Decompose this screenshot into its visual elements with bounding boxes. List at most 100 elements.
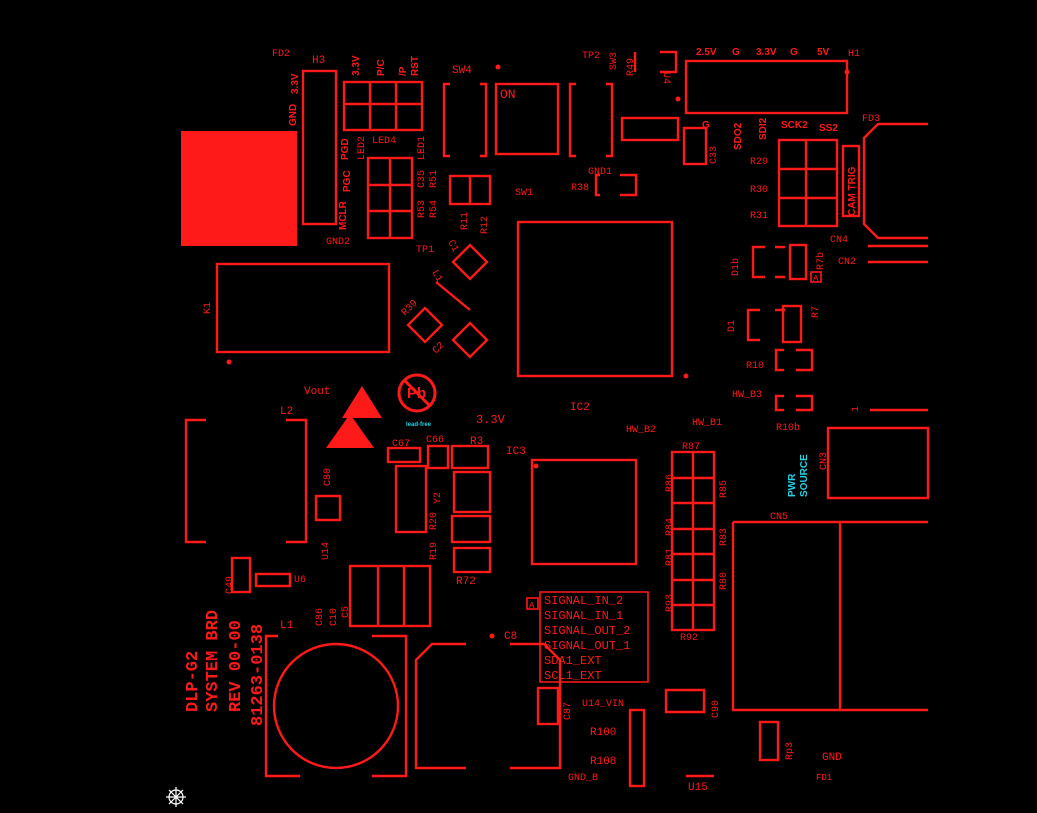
label-c1: C1 (445, 239, 461, 255)
label-r10b: R10b (776, 422, 800, 434)
label-tp1: TP1 (416, 245, 434, 256)
label-scl1: SCL1_EXT (544, 669, 602, 683)
label-y2: Y2 (433, 492, 444, 504)
led-block (342, 80, 424, 132)
label-cn5: CN5 (770, 512, 788, 523)
label-gnd2: GND2 (326, 237, 350, 248)
label-r38: R38 (571, 183, 589, 194)
copper-pad (181, 131, 297, 246)
label-r3: R3 (470, 436, 483, 448)
label-vout: Vout (304, 386, 330, 398)
label-c66: C66 (426, 435, 444, 446)
label-board-1: DLP-G2 (184, 651, 203, 712)
label-c5: C5 (341, 606, 352, 618)
label-r81: R81 (665, 548, 676, 566)
label-r29: R29 (750, 157, 768, 168)
label-3v3: 3.3V (290, 73, 301, 94)
label-r51: R51 (429, 170, 440, 188)
label-sw3: SW3 (609, 52, 620, 70)
label-k1: K1 (203, 302, 214, 314)
label-c90: C90 (711, 700, 722, 718)
inductor-l2 (184, 418, 308, 544)
ic2-chip (516, 220, 674, 378)
label-r31: R31 (750, 211, 768, 222)
label-r100: R100 (590, 727, 616, 739)
label-r30: R30 (750, 185, 768, 196)
lead-free-icon: Pb (397, 373, 437, 413)
label-sig-out-1: SIGNAL_OUT_1 (544, 639, 630, 653)
label-cn4: CN4 (830, 235, 848, 246)
label-pwr-5: 5V (817, 47, 830, 58)
label-u14-vin: U14_VIN (582, 699, 624, 710)
label-l1: L1 (280, 620, 294, 632)
label-c49: C49 (225, 576, 236, 594)
label-sdo2: SDO2 (733, 122, 744, 150)
svg-text:Pb: Pb (407, 385, 426, 402)
label-c2: C2 (431, 341, 447, 357)
label-pwr-g2: G (790, 47, 798, 58)
label-sw4: SW4 (452, 65, 472, 77)
label-c35: C35 (417, 170, 428, 188)
label-ss2: SS2 (819, 123, 838, 134)
label-v33: 3.3V (476, 413, 506, 427)
label-led4: LED4 (372, 136, 396, 147)
label-sw1: SW1 (515, 188, 533, 199)
label-board-2: SYSTEM BRD (204, 610, 223, 712)
label-sig-in-2: SIGNAL_IN_2 (544, 594, 623, 608)
label-board-4: 81263-0138 (249, 624, 268, 726)
label-r49: R49 (626, 58, 637, 76)
label-a1: A (813, 274, 819, 284)
label-r108: R108 (590, 756, 616, 768)
label-lead-free: lead-free (406, 422, 432, 428)
label-u4: U4 (660, 72, 671, 84)
label-hdr-pc: P/C (376, 59, 387, 76)
label-r7: R7 (811, 306, 822, 318)
label-hw-b1: HW_B1 (692, 418, 722, 429)
label-one: 1 (851, 406, 862, 412)
label-c87: C87 (563, 702, 574, 720)
label-on: ON (500, 87, 516, 102)
label-cam-trig: CAM TRIG (847, 166, 858, 216)
label-r85: R85 (719, 480, 730, 498)
label-sda1: SDA1_EXT (544, 654, 602, 668)
label-r11: R11 (460, 212, 471, 230)
label-u14: U14 (321, 542, 332, 560)
label-fd3: FD3 (862, 114, 880, 125)
label-pgd: PGD (340, 138, 351, 160)
esd-warning-icon (342, 386, 382, 418)
label-c10: C10 (329, 608, 340, 626)
label-led2: LED2 (357, 136, 368, 160)
label-board-3: REV 00-00 (227, 620, 246, 712)
label-r93: R93 (665, 594, 676, 612)
label-rp3: Rp3 (785, 742, 796, 760)
label-r72: R72 (456, 576, 476, 588)
label-cn3: CN3 (819, 452, 830, 470)
label-d1b: D1b (730, 258, 742, 276)
label-r83: R83 (719, 528, 730, 546)
label-gnd-r: GND (822, 752, 842, 764)
label-pwr-src-1: PWR (787, 473, 798, 497)
label-r86: R86 (665, 474, 676, 492)
header-h3 (301, 69, 338, 226)
inductor-l1 (264, 634, 408, 778)
label-sck2: SCK2 (781, 120, 808, 131)
label-d1: D1 (727, 320, 738, 332)
label-sdi2: SDI2 (758, 117, 769, 140)
resistor-block-r29 (777, 138, 839, 228)
label-h3: H3 (312, 55, 325, 67)
label-hdr-3v3: 3.3V (351, 55, 362, 76)
label-r10: R10 (746, 361, 764, 372)
label-r20: R20 (429, 512, 440, 530)
label-g: G (702, 120, 710, 131)
label-tp2: TP2 (582, 51, 600, 62)
label-r54: R54 (429, 200, 440, 218)
capacitor-c8 (414, 642, 562, 770)
power-header (684, 59, 849, 115)
label-c86: C86 (315, 608, 326, 626)
label-pwr-g1: G (732, 47, 740, 58)
label-hdr-rst: RST (410, 56, 421, 76)
label-c67: C67 (392, 439, 410, 450)
label-gnd-b: GND_B (568, 773, 598, 784)
label-pwr-33: 3.3V (756, 47, 777, 58)
